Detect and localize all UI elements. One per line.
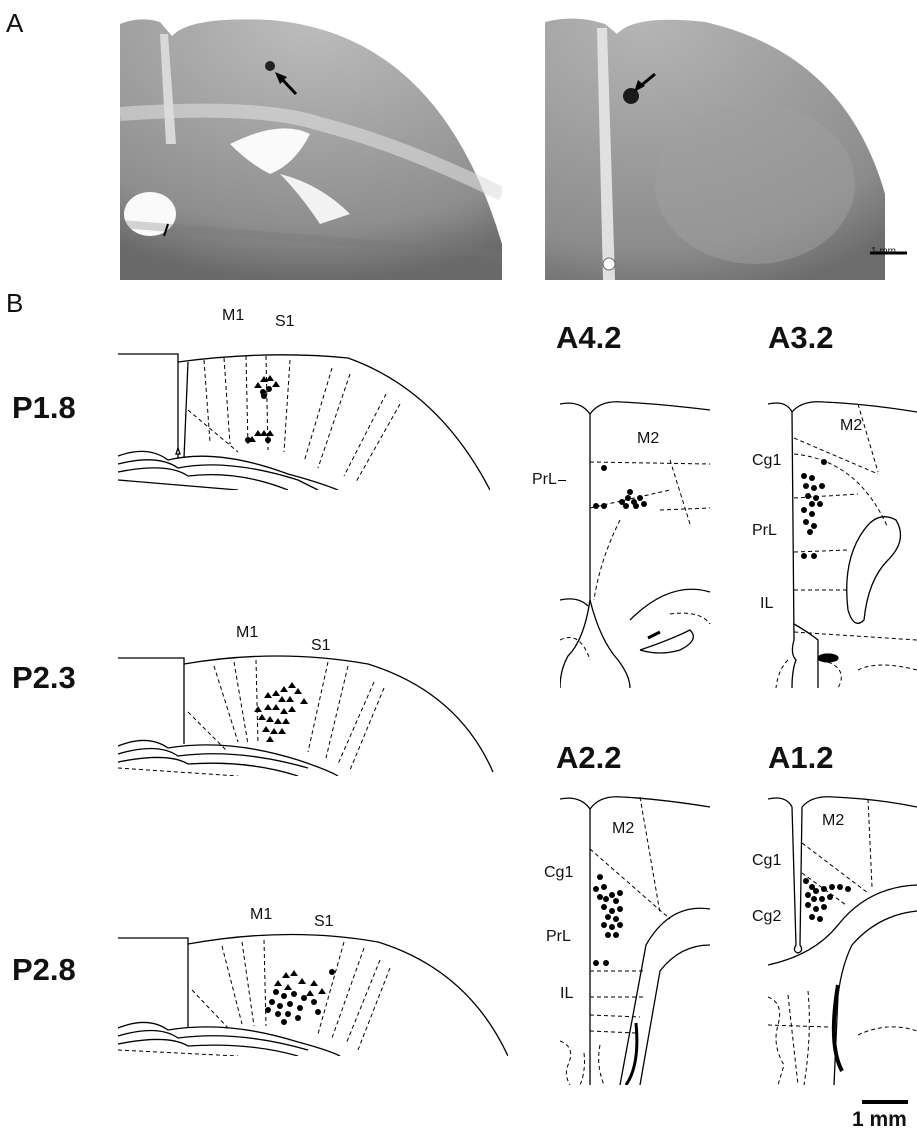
label-il: IL xyxy=(560,985,573,1003)
section-diagram-p23 xyxy=(118,652,498,776)
label-m1: M1 xyxy=(236,624,258,642)
section-title-a42: A4.2 xyxy=(556,320,621,356)
label-m2: M2 xyxy=(840,417,862,435)
section-title-p18: P1.8 xyxy=(12,390,76,426)
section-title-a12: A1.2 xyxy=(768,740,833,776)
section-diagram-p28 xyxy=(118,930,508,1056)
brain-section-photo-right xyxy=(545,14,917,280)
label-cg1: Cg1 xyxy=(752,852,781,870)
label-prl: PrL xyxy=(546,928,571,946)
label-cg1: Cg1 xyxy=(752,452,781,470)
label-m1: M1 xyxy=(250,906,272,924)
label-il: IL xyxy=(760,595,773,613)
scale-bar xyxy=(862,1100,908,1104)
section-title-p28: P2.8 xyxy=(12,952,76,988)
label-cg2: Cg2 xyxy=(752,908,781,926)
label-m1: M1 xyxy=(222,307,244,325)
section-diagram-a32 xyxy=(768,400,917,688)
section-diagram-a12 xyxy=(768,795,917,1085)
label-cg1: Cg1 xyxy=(544,864,573,882)
section-diagram-a42 xyxy=(560,400,712,688)
section-title-a22: A2.2 xyxy=(556,740,621,776)
label-s1: S1 xyxy=(314,913,334,931)
label-m2: M2 xyxy=(612,820,634,838)
brain-section-photo-left xyxy=(120,14,502,280)
label-s1: S1 xyxy=(275,313,295,331)
label-m2: M2 xyxy=(637,430,659,448)
panel-a-label: A xyxy=(6,8,23,39)
label-prl: PrL xyxy=(752,522,777,540)
photo-scale-label: 1 mm xyxy=(871,246,896,257)
section-title-p23: P2.3 xyxy=(12,660,76,696)
tick-prl xyxy=(558,480,566,481)
section-diagram-p18 xyxy=(118,350,490,490)
label-prl: PrL xyxy=(532,471,557,489)
section-title-a32: A3.2 xyxy=(768,320,833,356)
scale-bar-label: 1 mm xyxy=(852,1108,907,1132)
label-m2: M2 xyxy=(822,812,844,830)
section-diagram-a22 xyxy=(560,795,712,1085)
panel-b-label: B xyxy=(6,288,23,319)
